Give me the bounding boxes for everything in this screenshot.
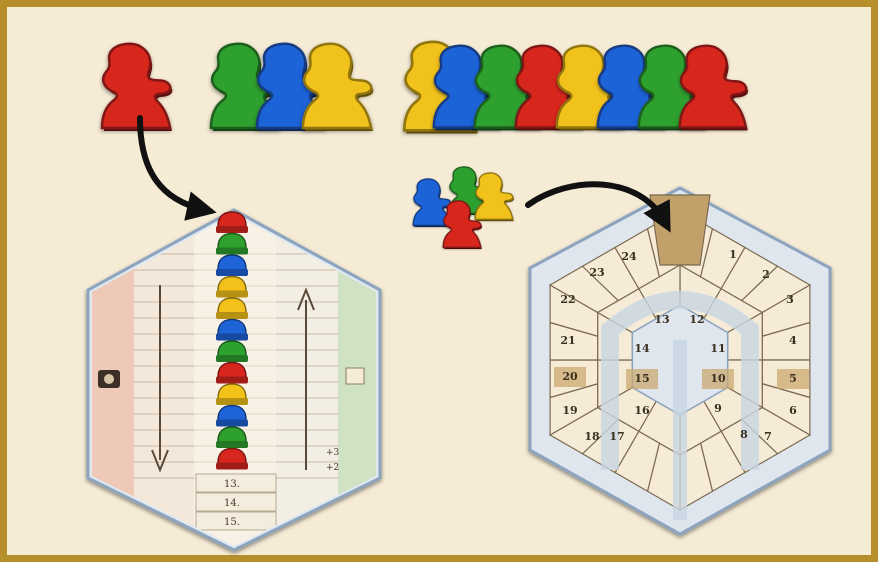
stacked-meeple-green <box>216 234 248 255</box>
track-label: 14. <box>224 498 240 509</box>
camera-icon <box>98 370 120 388</box>
stacked-meeple-blue <box>216 320 248 341</box>
spiral-number: 21 <box>560 334 575 347</box>
spiral-number: 4 <box>789 334 797 347</box>
spiral-number: 12 <box>689 313 704 326</box>
track-bottom-labels: 13. 14. 15. <box>196 474 276 530</box>
stacked-meeple-yellow <box>216 298 248 319</box>
spiral-number: 16 <box>634 404 650 417</box>
spiral-number: 7 <box>764 430 772 443</box>
stacked-meeple-green <box>216 427 248 448</box>
track-label: 15. <box>224 517 240 528</box>
stacked-meeple-green <box>216 341 248 362</box>
stacked-meeple-red <box>216 449 248 470</box>
spiral-number: 1 <box>729 248 737 261</box>
spiral-number: 18 <box>584 430 600 443</box>
spiral-number: 6 <box>789 404 797 417</box>
spiral-number: 23 <box>589 266 604 279</box>
stacked-meeple-yellow <box>216 277 248 298</box>
spiral-number: 8 <box>740 428 748 441</box>
spiral-number: 3 <box>786 293 794 306</box>
meeple-yellow <box>475 173 514 221</box>
meeple-yellow <box>303 44 373 131</box>
track-label: 13. <box>224 479 240 490</box>
spiral-number: 19 <box>562 404 577 417</box>
spiral-number: 10 <box>710 372 726 385</box>
stacked-meeple-blue <box>216 255 248 276</box>
stacked-meeple-red <box>216 363 248 384</box>
spiral-number: 20 <box>562 370 578 383</box>
note-icon <box>346 368 364 384</box>
spiral-number: 13 <box>654 313 669 326</box>
spiral-number: 2 <box>762 268 770 281</box>
small-mark-1: +3 <box>326 448 340 458</box>
stacked-meeple-blue <box>216 406 248 427</box>
spiral-number: 17 <box>609 430 624 443</box>
spiral-number: 5 <box>789 372 797 385</box>
arrow-to-track <box>140 118 205 210</box>
spiral-number: 22 <box>560 293 575 306</box>
spiral-start-cell <box>650 195 710 265</box>
stacked-meeple-yellow <box>216 384 248 405</box>
spiral-number: 9 <box>714 402 722 415</box>
spiral-number: 14 <box>634 342 650 355</box>
spiral-number: 15 <box>634 372 649 385</box>
small-mark-2: +2 <box>326 463 339 473</box>
meeple-red <box>680 46 748 131</box>
spiral-number: 11 <box>710 342 725 355</box>
spiral-number: 24 <box>621 250 637 263</box>
stacked-meeple-red <box>216 212 248 233</box>
